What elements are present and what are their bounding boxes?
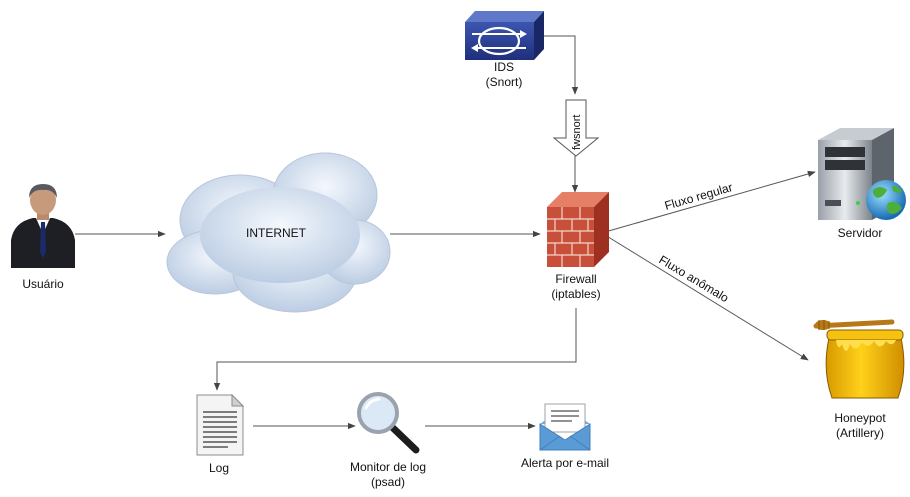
ids-node: IDS (Snort) (465, 11, 544, 89)
user-icon (11, 184, 75, 268)
monitor-node: Monitor de log (psad) (350, 392, 426, 489)
fwsnort-label: fwsnort (571, 115, 583, 150)
log-label: Log (209, 461, 229, 475)
edges (75, 35, 816, 430)
firewall-sublabel: (iptables) (551, 287, 600, 301)
edge-firewall-to-log (213, 308, 577, 391)
alerta-node: Alerta por e-mail (521, 403, 609, 470)
magnifier-icon (357, 392, 420, 454)
servidor-label: Servidor (838, 226, 883, 240)
firewall-icon (547, 192, 609, 267)
servidor-node: Servidor (818, 128, 906, 240)
honeypot-node: Honeypot (Artillery) (813, 319, 905, 440)
internet-node: INTERNET (166, 152, 391, 313)
honeypot-label: Honeypot (834, 411, 886, 425)
edge-firewall-to-servidor (604, 170, 816, 233)
edge-firewall-to-honeypot (604, 234, 809, 361)
usuario-node: Usuário (11, 184, 75, 291)
alerta-label: Alerta por e-mail (521, 456, 609, 470)
edge-ids-to-fwsnort (540, 35, 579, 95)
fwsnort-arrow: fwsnort (552, 99, 600, 157)
ids-label: IDS (494, 60, 514, 74)
log-node: Log (196, 393, 245, 475)
usuario-label: Usuário (22, 277, 64, 291)
monitor-label: Monitor de log (350, 460, 426, 474)
email-icon (539, 403, 591, 451)
cloud-icon (166, 152, 391, 313)
firewall-node: Firewall (iptables) (547, 192, 609, 301)
honey-pot-icon (813, 319, 905, 399)
ids-sublabel: (Snort) (486, 75, 523, 89)
monitor-sublabel: (psad) (371, 475, 405, 489)
internet-label: INTERNET (246, 226, 307, 240)
globe-icon (866, 180, 906, 220)
firewall-label: Firewall (555, 272, 596, 286)
fluxo-regular-label: Fluxo regular (663, 180, 734, 213)
honeypot-sublabel: (Artillery) (836, 426, 884, 440)
network-switch-icon (465, 11, 544, 60)
document-icon (196, 393, 245, 456)
fluxo-anomalo-label: Fluxo anômalo (656, 253, 731, 306)
